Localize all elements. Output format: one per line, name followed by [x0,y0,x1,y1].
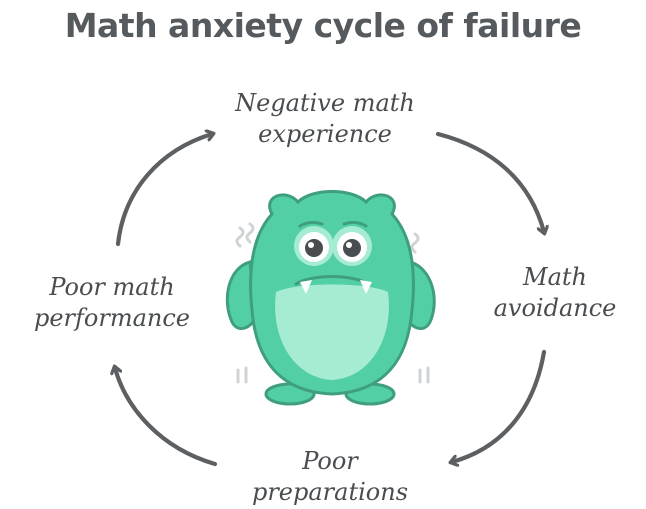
cycle-node-negative-math-experience: Negative math experience [205,88,445,150]
node-line: Math [523,263,587,291]
cycle-node-poor-math-performance: Poor math performance [12,272,212,334]
node-line: experience [258,120,392,148]
cycle-node-poor-preparations: Poor preparations [225,446,435,508]
arrow-bottom-to-left [115,368,218,467]
arrow-top-to-right [435,131,544,232]
node-line: performance [33,304,190,332]
node-line: avoidance [493,294,617,322]
arrow-right-to-bottom [452,349,547,462]
node-line: Poor [302,447,358,475]
node-line: Negative math [235,89,415,117]
node-line: Poor math [49,273,175,301]
arrow-left-to-top [115,134,212,247]
cycle-node-math-avoidance: Math avoidance [470,262,640,324]
node-line: preparations [251,478,409,506]
page-title: Math anxiety cycle of failure [64,6,582,45]
